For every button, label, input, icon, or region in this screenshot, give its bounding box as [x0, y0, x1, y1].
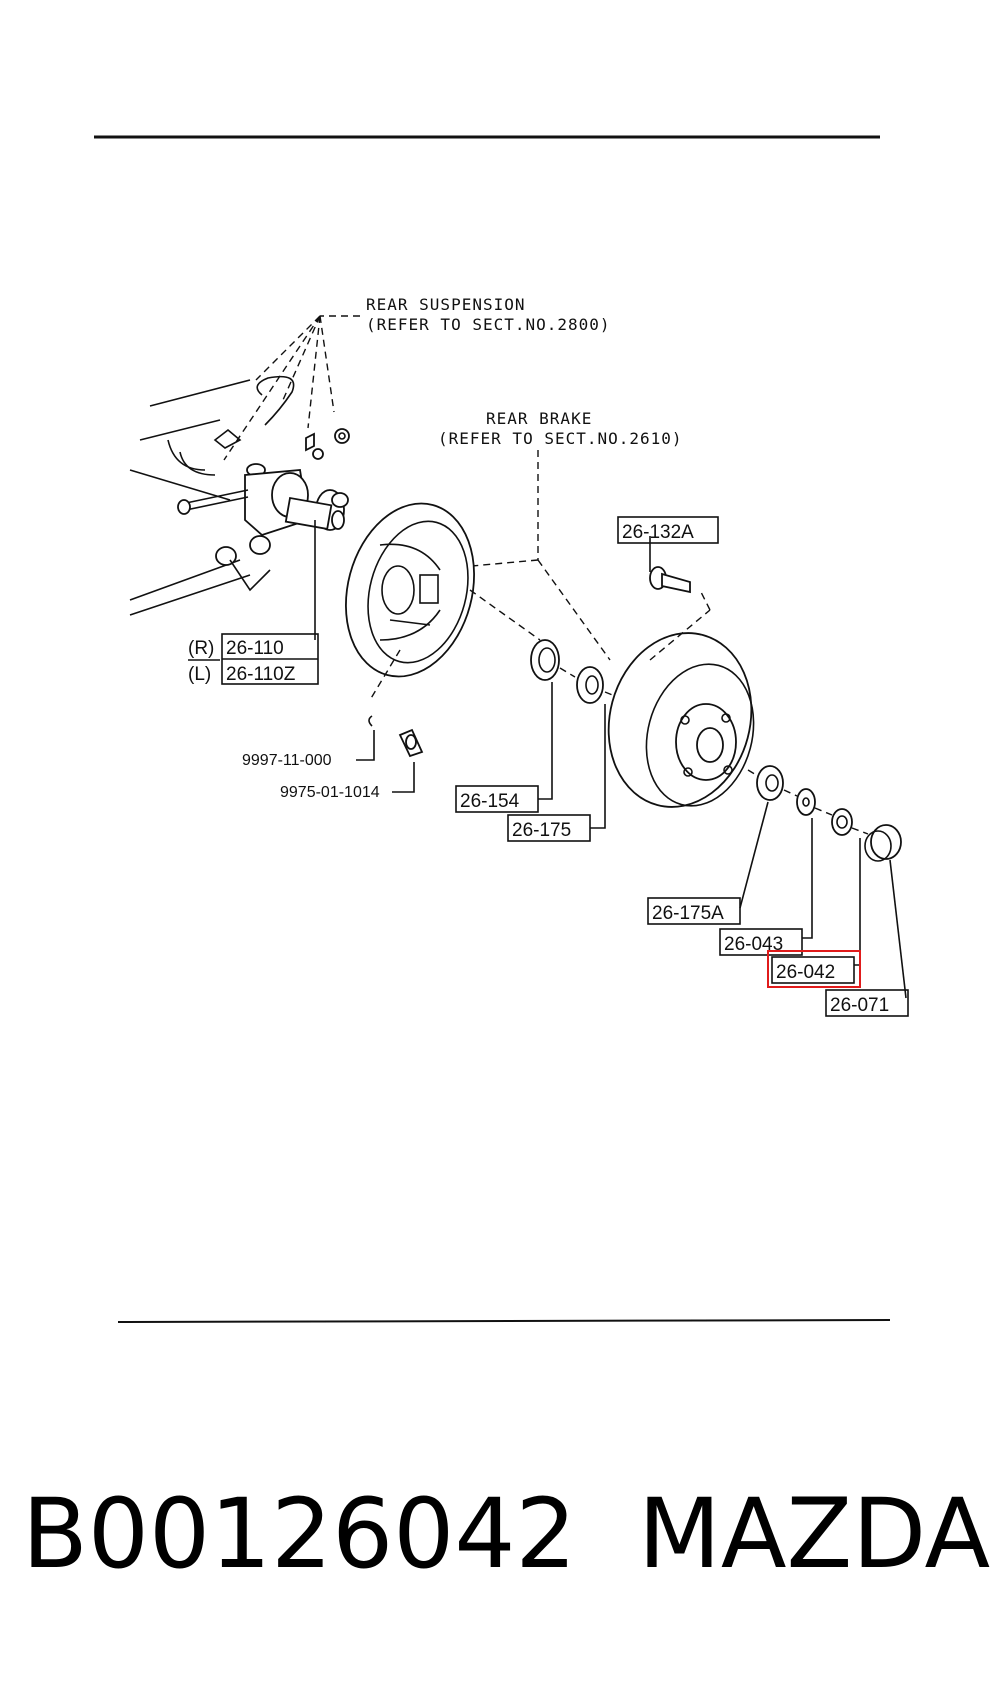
- svg-text:26-110: 26-110: [226, 638, 284, 659]
- svg-text:26-175A: 26-175A: [652, 903, 724, 924]
- suspension-leaders: [223, 315, 360, 461]
- outer-bearing-drawing: [530, 639, 626, 704]
- svg-text:26-132A: 26-132A: [622, 522, 694, 543]
- svg-text:26-154: 26-154: [460, 791, 520, 812]
- rear-brake-note-line1: REAR BRAKE: [486, 409, 592, 428]
- hub-small-parts-drawing: [747, 765, 902, 862]
- label-26-175A: 26-175A: [647, 801, 769, 925]
- rear-suspension-note-line1: REAR SUSPENSION: [366, 295, 526, 314]
- hub-bolt-drawing: [649, 536, 691, 594]
- svg-text:(R): (R): [188, 638, 214, 659]
- label-26-175: 26-175: [507, 704, 606, 842]
- brake-leaders: [449, 450, 611, 661]
- label-26-042: 26-042: [767, 838, 861, 988]
- rear-brake-note-line2: (REFER TO SECT.NO.2610): [438, 429, 683, 448]
- label-9975-01-1014: 9975-01-1014: [280, 762, 415, 801]
- part-number: B00126042: [22, 1478, 577, 1590]
- svg-text:9975-01-1014: 9975-01-1014: [280, 784, 380, 801]
- svg-text:26-043: 26-043: [724, 934, 783, 955]
- svg-text:26-110Z: 26-110Z: [226, 664, 296, 685]
- caption: B00126042 MAZDA: [22, 1478, 990, 1608]
- svg-text:26-042: 26-042: [776, 962, 835, 983]
- knuckle-assembly-drawing: [129, 375, 350, 640]
- highlight-box-26-042: [767, 950, 861, 988]
- label-9997-11-000: 9997-11-000: [242, 730, 375, 769]
- retaining-parts-drawing: [368, 649, 424, 758]
- rear-suspension-note-line2: (REFER TO SECT.NO.2800): [366, 315, 611, 334]
- label-26-132A: 26-132A: [617, 516, 719, 544]
- svg-text:26-175: 26-175: [512, 820, 571, 841]
- backing-plate-drawing: [345, 502, 541, 678]
- label-26-043: 26-043: [719, 818, 813, 956]
- brake-drum-drawing: [607, 589, 755, 808]
- label-26-071: 26-071: [825, 859, 909, 1017]
- svg-text:9997-11-000: 9997-11-000: [242, 752, 332, 769]
- brand-name: MAZDA: [638, 1478, 991, 1590]
- bottom-rule: [117, 1319, 891, 1323]
- svg-text:26-071: 26-071: [830, 995, 889, 1016]
- label-26-154: 26-154: [455, 682, 553, 813]
- label-26-110: (R) (L) 26-110 26-110Z: [188, 633, 319, 685]
- svg-text:(L): (L): [188, 664, 211, 685]
